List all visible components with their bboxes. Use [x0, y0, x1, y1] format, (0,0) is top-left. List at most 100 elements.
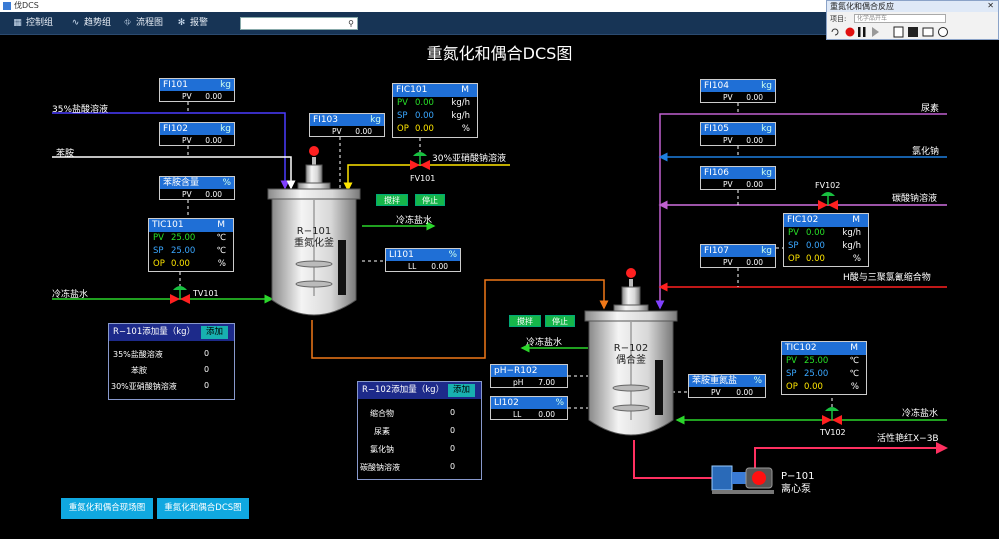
op-value: 0.00 — [806, 254, 825, 264]
r102-add-button[interactable]: 添加 — [448, 384, 475, 397]
add-item-value[interactable]: 0 — [204, 365, 210, 374]
image-icon[interactable] — [908, 27, 918, 37]
search-icon[interactable]: ⚲ — [348, 19, 354, 28]
valve-fv102[interactable] — [818, 192, 838, 210]
app-icon — [3, 2, 11, 10]
menu-control-group[interactable]: ▦控制组 — [12, 16, 53, 31]
valve-tv102[interactable] — [822, 407, 842, 425]
valve-tv101[interactable] — [170, 286, 190, 304]
sp-unit: kg/h — [451, 111, 470, 121]
fi-tag-text: 苯胺重氮盐 — [692, 376, 738, 386]
clock-icon[interactable] — [938, 27, 948, 37]
pv-label: PV — [397, 98, 408, 108]
reactor-r101[interactable] — [267, 146, 361, 316]
add-item-value[interactable]: 0 — [450, 408, 456, 417]
undo-icon[interactable] — [831, 28, 839, 36]
valve-label-fv102: FV102 — [815, 181, 841, 190]
add-item-name: 氯化钠 — [370, 445, 394, 454]
ctl-tag: FIC101 — [396, 85, 428, 95]
r102-stir-button[interactable]: 搅拌 — [509, 315, 541, 327]
stream-label-nitrite: 30%亚硝酸钠溶液 — [432, 154, 507, 164]
reactor-r102[interactable] — [584, 268, 678, 436]
urea-pipe — [655, 113, 947, 310]
nav-dcs-button[interactable]: 重氮化和偶合DCS图 — [157, 498, 249, 519]
add-item-value[interactable]: 0 — [450, 426, 456, 435]
fi-pv-value: 0.00 — [746, 136, 763, 145]
sp-label: SP — [788, 241, 799, 251]
op-label: OP — [788, 254, 800, 264]
page-title: 重氮化和偶合DCS图 — [426, 44, 573, 63]
camera-icon[interactable] — [922, 27, 934, 37]
r102-stop-button[interactable]: 停止 — [545, 315, 575, 327]
r101-stem — [312, 157, 316, 165]
pump-p101[interactable] — [711, 465, 774, 494]
fi-unit: kg — [761, 81, 772, 91]
pause-icon[interactable] — [858, 27, 861, 37]
r101-desc: 重氮化釜 — [294, 238, 334, 249]
valve-fv101[interactable] — [410, 152, 430, 170]
product-out-pipe — [754, 442, 948, 470]
ctl-mode: M — [850, 343, 858, 353]
r102-name: R−102 — [613, 343, 649, 354]
flowchart-icon: ⛗ — [123, 18, 132, 28]
r102-desc: 偶合釜 — [616, 355, 646, 366]
add-item-value[interactable]: 0 — [204, 381, 210, 390]
record-icon[interactable] — [845, 27, 855, 37]
fi-unit: kg — [220, 80, 231, 90]
search-input[interactable]: ⚲ — [240, 17, 358, 30]
add-item-value[interactable]: 0 — [450, 462, 456, 471]
add-item-value[interactable]: 0 — [204, 349, 210, 358]
r101-stop-button[interactable]: 停止 — [415, 194, 445, 206]
fi-tag-text: pH−R102 — [494, 366, 538, 376]
fi-pv-value: 0.00 — [205, 92, 222, 101]
close-icon[interactable]: ✕ — [987, 1, 994, 10]
list-icon[interactable] — [893, 26, 904, 38]
fi-tag-text: FI103 — [313, 115, 339, 125]
r101-add-button[interactable]: 添加 — [201, 326, 228, 339]
sp-label: SP — [397, 111, 408, 121]
project-select[interactable]: 化学品开车 — [854, 14, 946, 23]
add-item-value[interactable]: 0 — [450, 444, 456, 453]
fi-pv-label: PV — [182, 190, 192, 199]
fi-pv-label: PV — [723, 180, 733, 189]
fi-pv-label: LL — [408, 262, 417, 271]
play-icon[interactable] — [872, 27, 879, 37]
menu-alarm[interactable]: ✻报警 — [176, 16, 208, 31]
r101-stir-button[interactable]: 搅拌 — [376, 194, 408, 206]
float-toolbar-icons — [831, 26, 948, 38]
stream-label-nacl: 氯化钠 — [912, 147, 940, 157]
menu-trend-group[interactable]: ∿趋势组 — [70, 16, 111, 31]
fi-unit: kg — [370, 115, 381, 125]
pv-label: PV — [788, 228, 799, 238]
menu-flowchart[interactable]: ⛗流程图 — [122, 16, 163, 31]
pv-label: PV — [153, 233, 164, 243]
fi-unit: % — [222, 178, 231, 188]
fi-unit: % — [555, 398, 564, 408]
r102-flange — [613, 304, 649, 312]
aniline-pipe — [52, 156, 296, 190]
nav-site-button[interactable]: 重氮化和偶合现场图 — [61, 498, 153, 519]
pump-name: P−101 — [781, 471, 815, 482]
fi-pv-label: PV — [723, 136, 733, 145]
stream-label-aniline: 苯胺 — [56, 149, 75, 159]
op-unit: % — [852, 254, 861, 264]
fi-pv-value: 0.00 — [746, 258, 763, 267]
